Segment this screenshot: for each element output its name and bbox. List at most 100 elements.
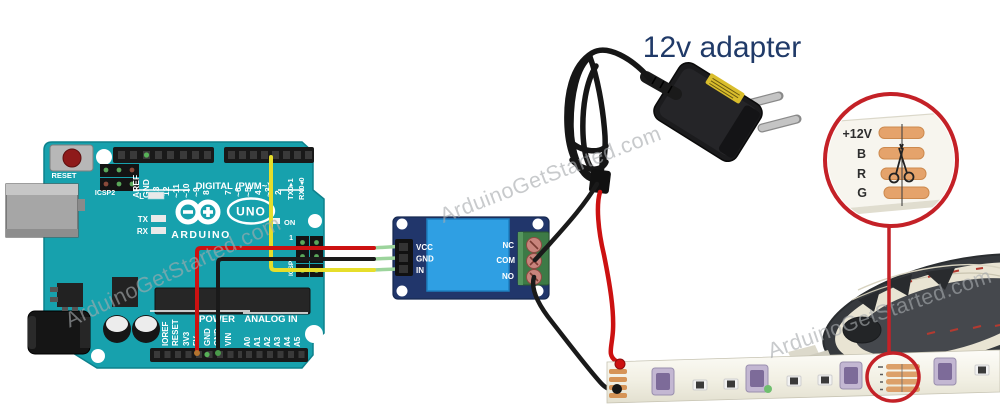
digital-pin-label: ~6 — [233, 187, 243, 197]
relay-module: VCC GND IN NC COM NO — [371, 216, 550, 300]
reel-hub — [842, 316, 882, 344]
digital-pin-label: 8 — [201, 190, 211, 195]
chip-small — [112, 277, 138, 307]
solder-joint-black — [612, 384, 622, 394]
digital-pin-labels: AREF GND 13 12 ~11 ~10 ~9 8 7 ~6 ~5 4 ~3… — [131, 175, 306, 200]
digital-pin-label: 7 — [223, 190, 233, 195]
watermark-text: ArduinoGetStarted.com — [436, 121, 664, 228]
led-strip — [606, 349, 1000, 404]
wire-gnd-black — [216, 257, 376, 354]
digital-pin-label: 2 — [273, 190, 283, 195]
led-l-label: L — [139, 192, 144, 201]
analog-pin-label: A0 — [243, 336, 252, 347]
analog-section-label: ANALOG IN — [244, 314, 297, 325]
led-tx — [151, 215, 166, 222]
strip-green-dot — [764, 385, 772, 393]
uno-badge — [226, 197, 276, 225]
led-rx — [151, 227, 166, 234]
relay-pin-label: VCC — [416, 243, 433, 252]
relay-out-label: COM — [496, 256, 515, 265]
mounting-hole — [96, 149, 112, 165]
reset-label: RESET — [51, 171, 76, 180]
usb-connector — [5, 183, 85, 238]
digital-pin-label: ~5 — [243, 187, 253, 197]
power-pin-label: 3V3 — [182, 331, 191, 346]
arduino-brand-label: ARDUINO — [171, 229, 231, 241]
capacitors — [103, 315, 160, 343]
pad-label: G — [857, 186, 867, 200]
strain-relief-ribs — [651, 76, 673, 94]
analog-pin-label: A4 — [283, 336, 292, 347]
analog-pin-label: A2 — [263, 336, 272, 347]
voltage-regulator — [50, 283, 83, 311]
pad-label: +12V — [842, 127, 872, 141]
digital-pin-label: ~3 — [263, 187, 273, 197]
relay-input-header — [371, 239, 413, 276]
digital-pin-label: GND — [141, 179, 151, 198]
wire-signal-yellow — [269, 155, 376, 272]
arduino-logo-icon — [175, 199, 221, 225]
relay-out-label: NO — [502, 272, 514, 281]
digital-pin-label: TX0▸1 — [286, 178, 295, 200]
wire-com-black — [532, 181, 600, 263]
digital-pin-label: ~9 — [191, 187, 201, 197]
mounting-hole — [305, 325, 323, 343]
icsp-pin1-label: 1 — [289, 235, 293, 242]
wire-5v-red — [195, 246, 376, 354]
power-header — [150, 348, 250, 362]
pad-label: R — [857, 167, 866, 181]
analog-pin-label: A5 — [293, 336, 302, 347]
strip-leds — [651, 357, 957, 396]
digital-pin-label: ~11 — [171, 184, 181, 198]
power-pin-label: VIN — [224, 332, 233, 346]
wire-adapter-red — [595, 189, 619, 364]
led-l — [147, 191, 165, 200]
led-on — [271, 218, 280, 224]
relay-pin-label: GND — [416, 255, 434, 264]
scissors-icon — [888, 143, 915, 184]
strip-resistors — [692, 364, 990, 391]
solder-pad — [194, 350, 200, 356]
power-adapter — [564, 47, 802, 194]
magnifier-circle: +12V B R G — [823, 92, 959, 228]
pad-label: B — [857, 147, 866, 161]
highlight-circle — [865, 351, 921, 403]
arduino-board: RESET ICSP2 AREF GND 13 — [5, 141, 325, 369]
relay-hole — [396, 285, 408, 297]
power-pin-label: GND — [203, 328, 212, 346]
diagram-title: 12v adapter — [643, 31, 801, 64]
digital-pin-label: AREF — [131, 175, 141, 198]
analog-pin-label: A1 — [253, 336, 262, 347]
relay-out-label: NC — [502, 241, 514, 250]
solder-pad — [215, 350, 221, 356]
power-jack — [27, 310, 91, 355]
power-pin-label: IOREF — [161, 321, 170, 346]
relay-hole — [396, 218, 408, 230]
analog-pin-label: A3 — [273, 336, 282, 347]
digital-pin-label: RX0◂0 — [297, 177, 306, 200]
relay-hole — [532, 218, 544, 230]
relay-cube — [426, 218, 510, 292]
mounting-hole — [308, 214, 322, 228]
reel-spokes — [858, 268, 955, 312]
chip-mcu — [154, 287, 311, 315]
digital-pin-label: 13 — [151, 186, 161, 196]
digital-pin-label: 4 — [253, 190, 263, 195]
digital-section-label: DIGITAL (PWM~) — [196, 181, 271, 192]
mounting-hole — [91, 349, 105, 363]
adapter-body — [653, 61, 763, 163]
led-tx-label: TX — [138, 215, 149, 224]
uno-label: UNO — [236, 205, 266, 219]
reset-button — [49, 144, 94, 172]
relay-pin-label: IN — [416, 266, 424, 275]
power-pin-label: RESET — [171, 319, 180, 346]
analog-header — [242, 348, 308, 362]
icsp2-label: ICSP2 — [95, 190, 115, 197]
magnified-strip-edge — [828, 198, 954, 217]
digital-header — [113, 147, 314, 163]
magnified-strip — [828, 112, 954, 210]
led-on-label: ON — [284, 218, 295, 227]
icsp2-header — [100, 164, 139, 191]
